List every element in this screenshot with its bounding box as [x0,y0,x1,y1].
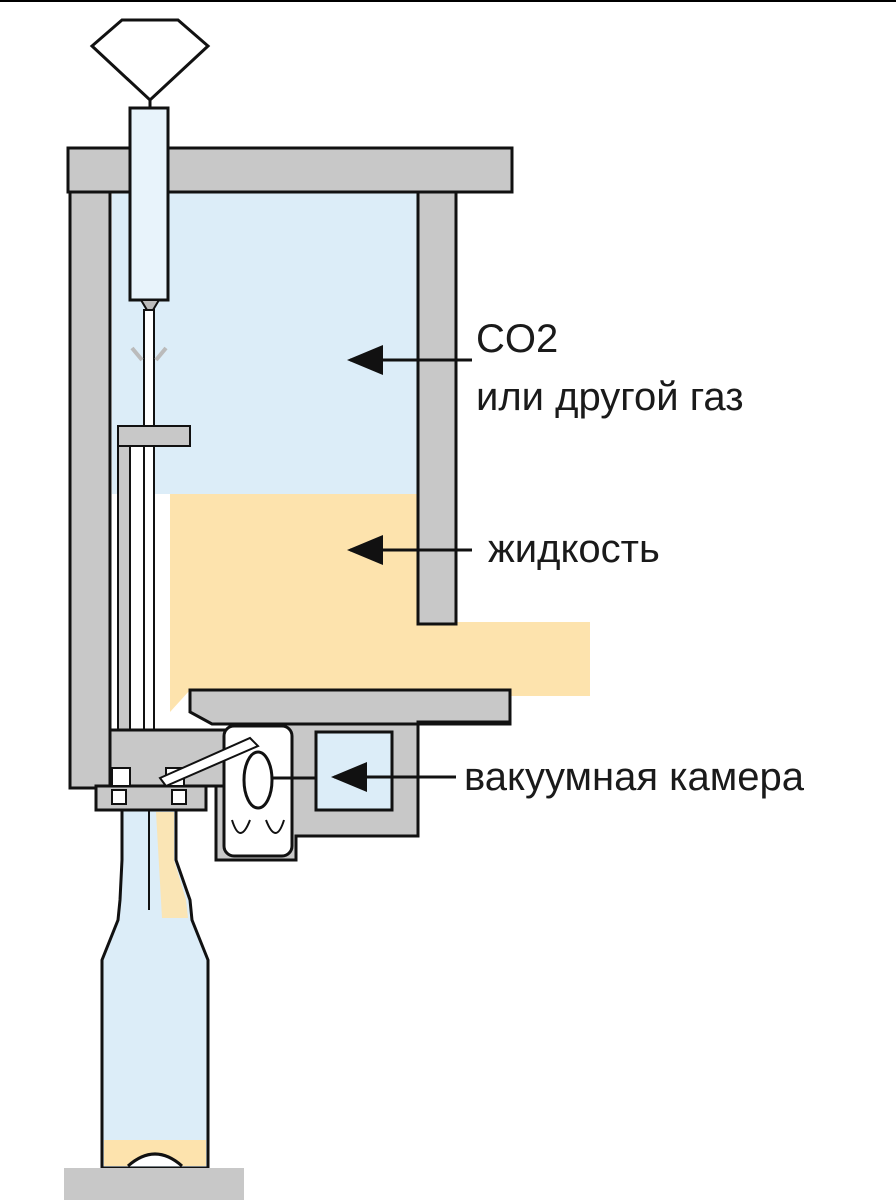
sleeve-collar [117,425,191,447]
vacuum-cavity-bottom [231,819,285,834]
liquid-region [170,494,590,712]
bottle-base-curve [127,1152,183,1168]
tank-bottom-plate [188,688,512,726]
valve-knob [89,18,211,103]
housing-left-wall [68,188,112,790]
vacuum-valve [242,750,274,810]
valve-rod [128,106,170,302]
vacuum-chamber [314,730,394,812]
tube-guide [130,346,168,362]
valve-seal-left [111,767,131,787]
gas-label-line2: или другой газ [476,375,744,419]
bottle [100,808,210,1170]
housing-right-wall [416,190,458,626]
vacuum-pipe [158,736,260,788]
floor [64,1168,244,1200]
bottle-neck-liquid [124,812,188,918]
inner-sleeve [117,429,131,731]
gas-label-line1: CO2 [476,317,558,361]
sleeve-inner [129,445,145,737]
valve-seal-bl [111,789,127,805]
valve-seal-br [171,789,187,805]
liquid-label: жидкость [488,527,660,571]
vacuum-label: вакуумная камера [464,755,805,799]
